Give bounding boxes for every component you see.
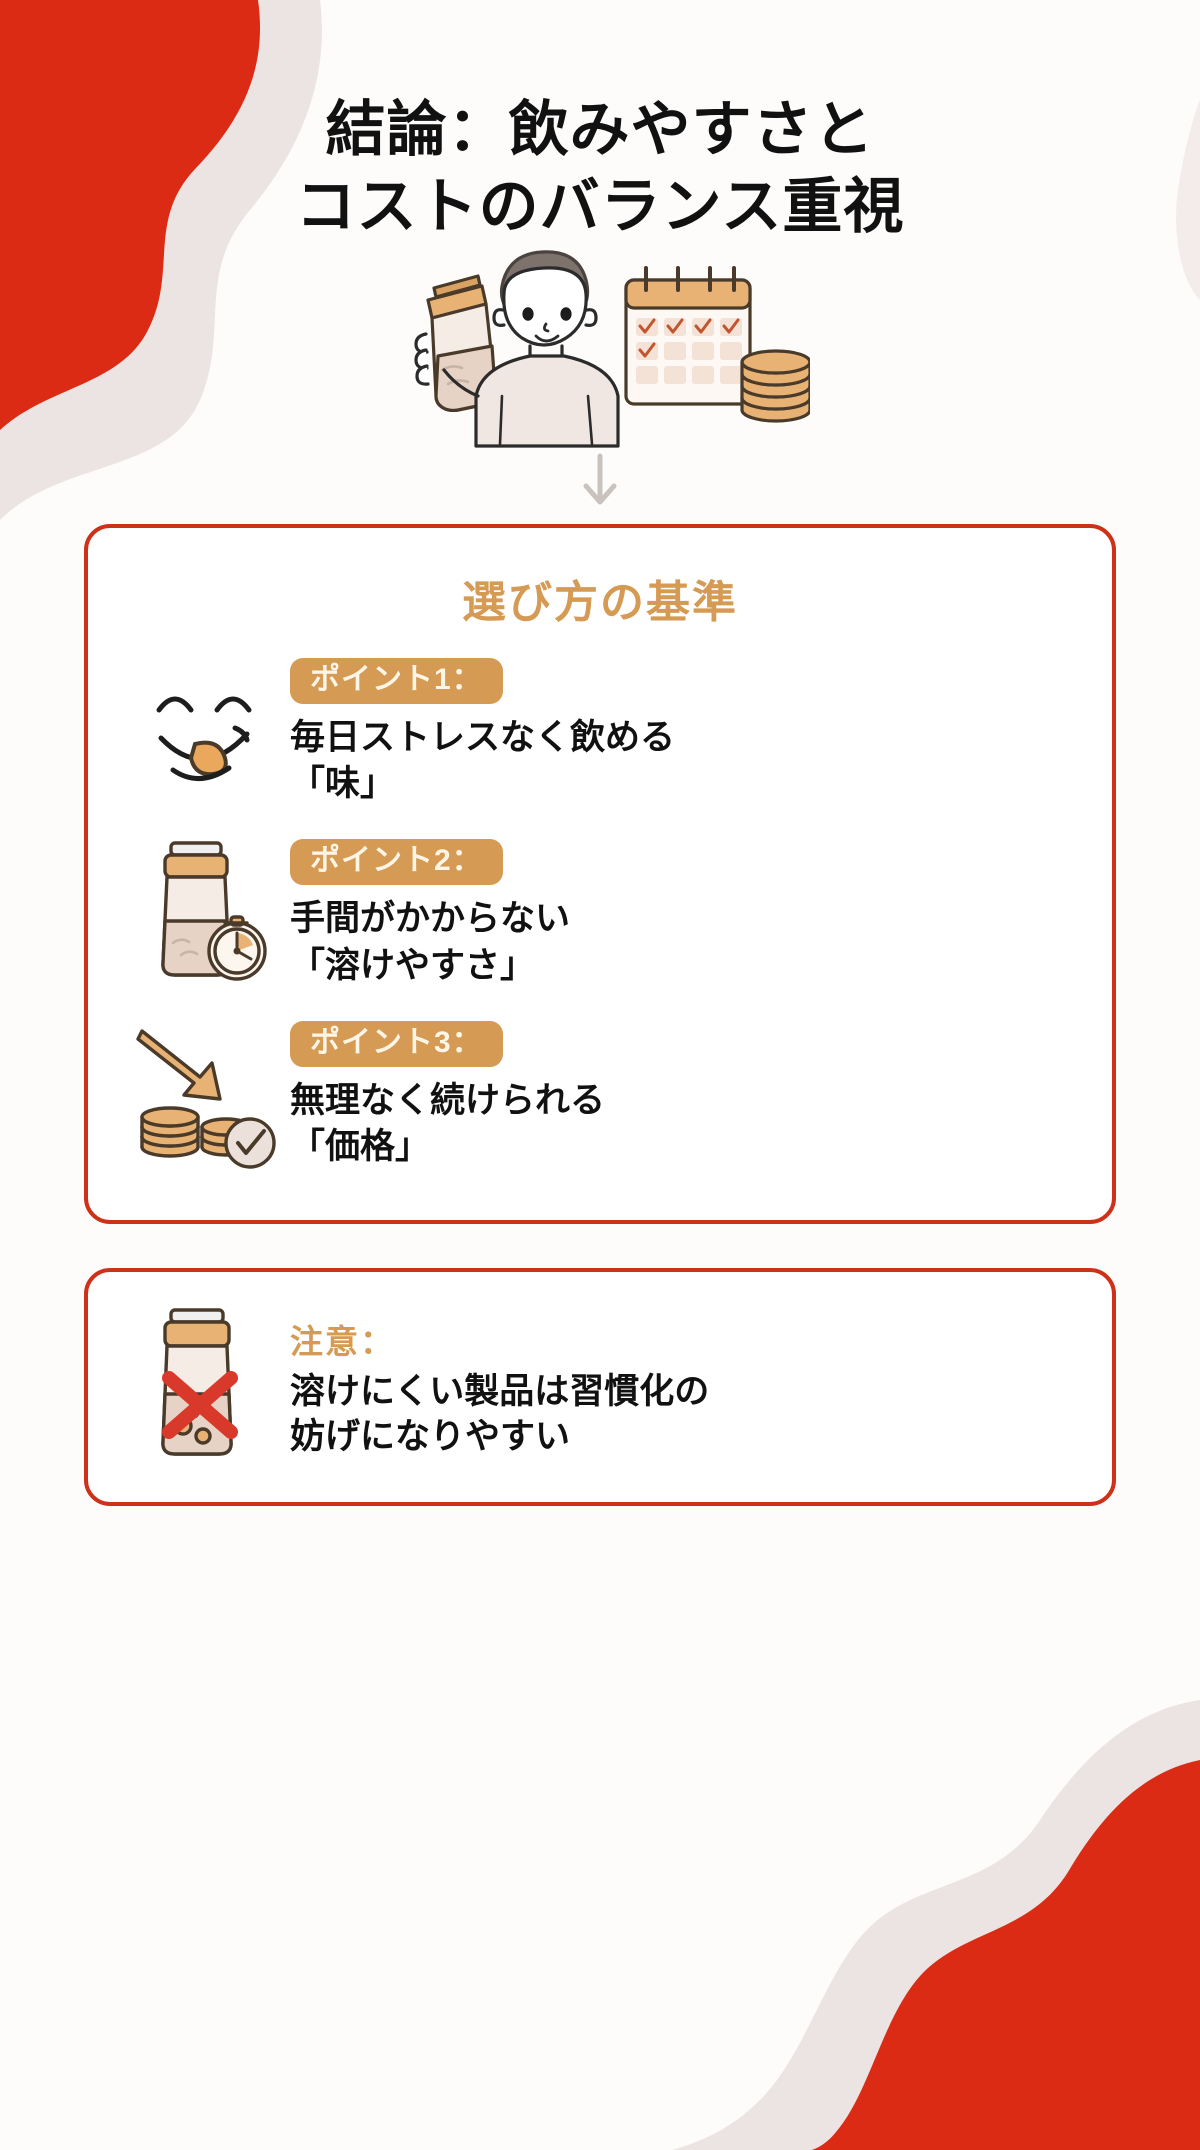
bottom-right-blob-red [812,1760,1200,2150]
criteria-point-2-badge: ポイント2： [290,839,503,886]
title-line-1: 結論：飲みやすさと [325,96,875,163]
warning-text: 溶けにくい製品は習慣化の妨げになりやすい [290,1371,710,1457]
criteria-point-3-badge: ポイント3： [290,1020,503,1067]
criteria-point-2-text: 手間がかからない「溶けやすさ」 [290,899,571,985]
criteria-point-2-body: ポイント2： 手間がかからない「溶けやすさ」 [284,833,1072,988]
warning-label: 注意： [290,1322,395,1360]
criteria-point-1: ポイント1： 毎日ストレスなく飲める「味」 [88,652,1112,807]
warning-body: 注意： 溶けにくい製品は習慣化の妨げになりやすい [280,1315,1082,1460]
criteria-point-list: ポイント1： 毎日ストレスなく飲める「味」 [88,652,1112,1170]
arrow-down-icon [0,452,1200,512]
criteria-point-1-body: ポイント1： 毎日ストレスなく飲める「味」 [284,652,1072,807]
criteria-point-3: ポイント3： 無理なく続けられる「価格」 [88,1015,1112,1170]
person-with-shaker-calendar-coins-illustration [414,250,810,448]
criteria-card-heading: 選び方の基準 [462,578,738,627]
title-line-2: コストのバランス重視 [295,172,905,240]
warning-row: 注意： 溶けにくい製品は習慣化の妨げになりやすい [88,1272,1112,1502]
criteria-point-2: ポイント2： 手間がかからない「溶けやすさ」 [88,833,1112,988]
smiling-face-tasty-icon [134,656,284,806]
shaker-with-red-x-icon [130,1307,280,1467]
hero-illustration [0,238,1200,448]
bottom-right-blob-shadow [672,1700,1200,2150]
shaker-with-stopwatch-icon [134,837,284,987]
coins-down-arrow-check-icon [134,1019,284,1169]
criteria-card: 選び方の基準 [84,524,1116,1224]
warning-card: 注意： 溶けにくい製品は習慣化の妨げになりやすい [84,1268,1116,1506]
criteria-point-1-text: 毎日ストレスなく飲める「味」 [290,718,676,804]
page-title: 結論：飲みやすさと コストのバランス重視 [0,92,1200,246]
criteria-point-3-body: ポイント3： 無理なく続けられる「価格」 [284,1015,1072,1170]
criteria-point-3-text: 無理なく続けられる「価格」 [290,1080,606,1166]
criteria-point-1-badge: ポイント1： [290,658,503,704]
